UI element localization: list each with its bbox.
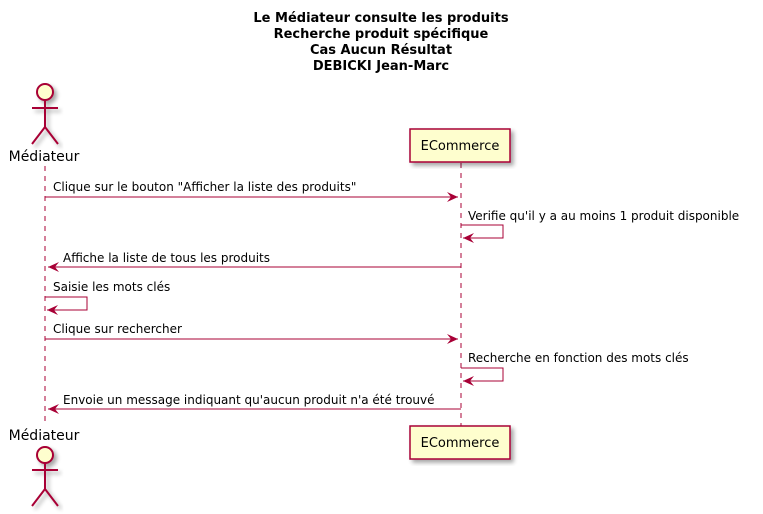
self-message-arrow: Saisie les mots clés <box>45 280 170 315</box>
message-label: Recherche en fonction des mots clés <box>468 351 689 365</box>
message-label: Clique sur le bouton "Afficher la liste … <box>53 180 356 194</box>
diagram-title: Le Médiateur consulte les produits Reche… <box>253 11 508 74</box>
participant-ecommerce-top: ECommerce <box>409 128 511 163</box>
actor-label: Médiateur <box>9 428 80 444</box>
message-arrow: Envoie un message indiquant qu'aucun pro… <box>48 393 461 414</box>
message-arrow: Affiche la liste de tous les produits <box>48 251 461 272</box>
title-line: DEBICKI Jean-Marc <box>313 59 449 74</box>
actor-stick-figure-icon <box>31 446 59 507</box>
message-label: Clique sur rechercher <box>53 322 182 336</box>
actor-mediateur-top: Médiateur <box>9 83 80 165</box>
message-label: Affiche la liste de tous les produits <box>63 251 270 265</box>
message-label: Envoie un message indiquant qu'aucun pro… <box>63 393 435 407</box>
participant-ecommerce-bottom: ECommerce <box>409 425 511 460</box>
title-line: Le Médiateur consulte les produits <box>253 11 508 26</box>
self-message-arrow: Verifie qu'il y a au moins 1 produit dis… <box>461 209 739 243</box>
message-arrow: Clique sur rechercher <box>45 322 458 344</box>
title-line: Cas Aucun Résultat <box>310 43 452 58</box>
actor-label: Médiateur <box>9 149 80 165</box>
actor-stick-figure-icon <box>31 83 59 145</box>
participant-label: ECommerce <box>421 139 500 154</box>
actor-mediateur-bottom: Médiateur <box>9 428 80 507</box>
title-line: Recherche produit spécifique <box>274 27 489 42</box>
self-message-arrow: Recherche en fonction des mots clés <box>461 351 689 386</box>
message-label: Verifie qu'il y a au moins 1 produit dis… <box>468 209 739 223</box>
participant-label: ECommerce <box>421 436 500 451</box>
message-arrow: Clique sur le bouton "Afficher la liste … <box>45 180 458 202</box>
message-label: Saisie les mots clés <box>53 280 170 294</box>
